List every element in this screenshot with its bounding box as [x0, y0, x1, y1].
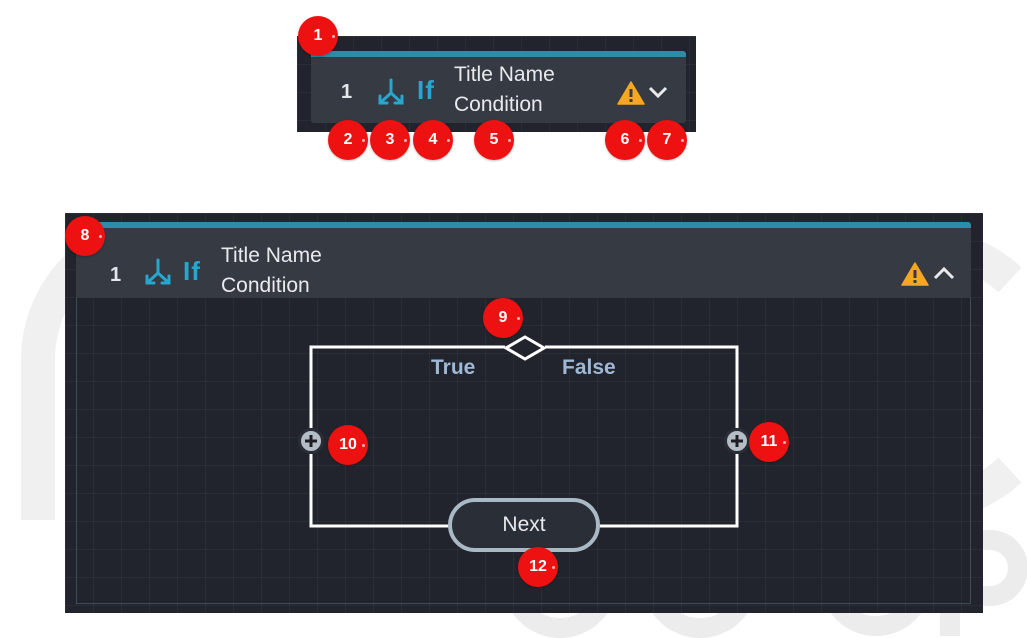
- node-title: Title Name: [454, 63, 555, 86]
- callout-badge: 4: [413, 120, 453, 160]
- node-subtitle: Condition: [221, 274, 310, 297]
- callout-badge: 3: [370, 120, 410, 160]
- if-node-header[interactable]: 1 If Title Name Condition: [76, 222, 971, 298]
- callout-badge: 10: [328, 425, 368, 465]
- if-label: If: [417, 75, 435, 105]
- warning-icon[interactable]: [617, 81, 645, 105]
- false-branch-label: False: [562, 356, 616, 379]
- branch-icon: [378, 78, 404, 105]
- if-label: If: [183, 256, 201, 286]
- callout-badge: 11: [749, 422, 789, 462]
- node-title: Title Name: [221, 244, 322, 267]
- diamond-decision-icon: [504, 335, 546, 361]
- add-false-step-button[interactable]: [724, 428, 750, 454]
- callout-badge: 6: [605, 120, 645, 160]
- expanded-if-panel: 1 If Title Name Condition: [65, 213, 983, 613]
- node-subtitle: Condition: [454, 93, 543, 116]
- chevron-down-icon[interactable]: [648, 85, 668, 101]
- node-index: 1: [341, 81, 353, 103]
- plus-icon: [731, 435, 743, 447]
- plus-icon: [305, 435, 317, 447]
- flow-lines: [309, 345, 739, 528]
- collapsed-if-panel: 1 If Title Name Condition: [297, 36, 696, 132]
- callout-badge: 7: [647, 120, 687, 160]
- true-branch-label: True: [431, 356, 476, 379]
- callout-badge: 1: [298, 16, 338, 56]
- callout-badge: 12: [518, 547, 558, 587]
- next-button[interactable]: Next: [448, 498, 600, 552]
- chevron-up-icon[interactable]: [933, 265, 955, 281]
- callout-badge: 8: [65, 216, 105, 256]
- callout-badge: 2: [328, 120, 368, 160]
- add-true-step-button[interactable]: [298, 428, 324, 454]
- if-node-collapsed[interactable]: 1 If Title Name Condition: [311, 51, 686, 123]
- callout-badge: 5: [474, 120, 514, 160]
- callout-badge: 9: [483, 298, 523, 338]
- if-node-body: [76, 298, 971, 604]
- branch-icon: [145, 258, 171, 285]
- warning-icon[interactable]: [901, 262, 929, 286]
- node-index: 1: [110, 264, 122, 286]
